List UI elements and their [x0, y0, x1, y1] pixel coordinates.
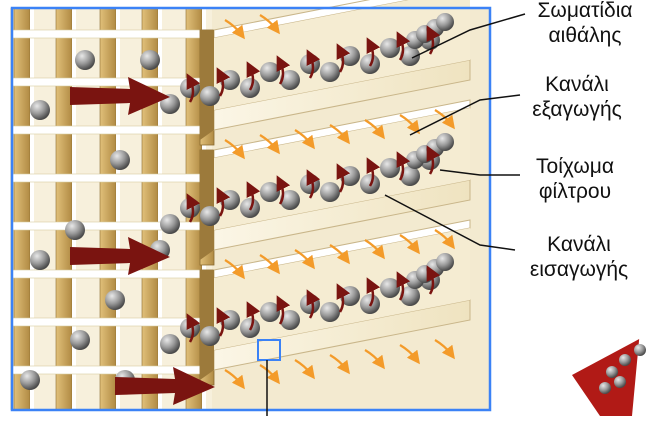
grid-row-wall	[12, 126, 212, 134]
label-filter-wall: Τοίχωμα φίλτρου	[516, 154, 634, 204]
soot-particle-icon	[320, 62, 340, 82]
soot-particle-icon	[110, 150, 130, 170]
grid-column-highlight	[116, 8, 120, 410]
soot-particle-icon	[30, 100, 50, 120]
soot-particle-icon	[320, 302, 340, 322]
grid-row-wall	[12, 222, 212, 230]
soot-particle-icon	[380, 158, 400, 178]
soot-particle-icon	[160, 334, 180, 354]
grid-column-wall	[100, 8, 116, 410]
grid-column-highlight	[158, 8, 162, 410]
label-filter-wall-line1: Τοίχωμα	[516, 154, 634, 179]
soot-particle-icon	[436, 13, 454, 31]
layer-side	[200, 30, 214, 140]
inset-fragment	[572, 322, 656, 416]
soot-particle-icon	[380, 278, 400, 298]
layer-side	[200, 270, 214, 380]
soot-particle-icon	[436, 133, 454, 151]
soot-particle-icon	[200, 86, 220, 106]
label-inlet-channel-line2: εισαγωγής	[512, 257, 646, 282]
label-soot-particles-line1: Σωματίδια	[520, 0, 650, 23]
label-soot-particles: Σωματίδια αιθάλης	[520, 0, 650, 48]
label-outlet-channel: Κανάλι εξαγωγής	[518, 72, 636, 122]
soot-particle-icon	[70, 330, 90, 350]
soot-particle-icon	[436, 253, 454, 271]
soot-particle-icon	[260, 302, 280, 322]
soot-particle-icon	[75, 50, 95, 70]
soot-particle-icon	[320, 182, 340, 202]
label-filter-wall-line2: φίλτρου	[516, 179, 634, 204]
soot-particle-icon	[380, 38, 400, 58]
soot-particle-icon	[30, 250, 50, 270]
soot-particle-icon	[140, 50, 160, 70]
soot-particle-icon	[260, 62, 280, 82]
grid-column-highlight	[72, 8, 76, 410]
label-inlet-channel: Κανάλι εισαγωγής	[512, 232, 646, 282]
label-outlet-channel-line2: εξαγωγής	[518, 97, 636, 122]
label-inlet-channel-line1: Κανάλι	[512, 232, 646, 257]
grid-column-wall	[14, 8, 30, 410]
soot-particle-icon	[200, 326, 220, 346]
soot-particle-icon	[20, 370, 40, 390]
grid-row-wall	[12, 270, 212, 278]
soot-particle-icon	[260, 182, 280, 202]
grid-row-wall	[12, 30, 212, 38]
soot-particle-icon	[160, 214, 180, 234]
soot-particle-icon	[200, 206, 220, 226]
grid-column-wall	[56, 8, 72, 410]
grid-row-wall	[12, 174, 212, 182]
soot-particle-icon	[65, 220, 85, 240]
label-outlet-channel-line1: Κανάλι	[518, 72, 636, 97]
grid-column-highlight	[30, 8, 34, 410]
soot-particle-icon	[105, 290, 125, 310]
label-soot-particles-line2: αιθάλης	[520, 23, 650, 48]
layer-side	[200, 150, 214, 260]
